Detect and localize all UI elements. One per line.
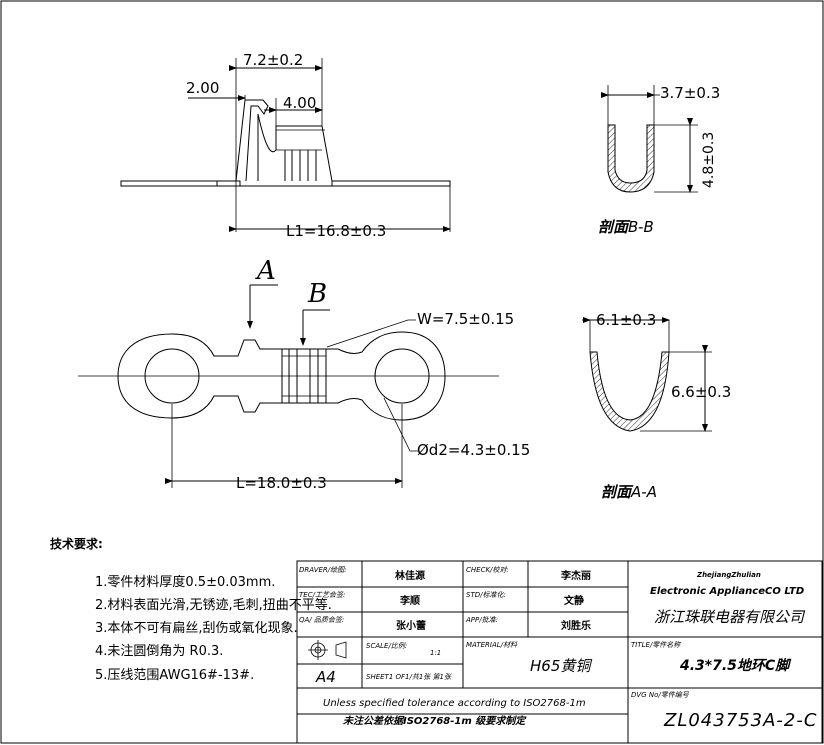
material-label: MATERIAL/材料 [466,641,518,649]
scale-label: SCALE/比例: [366,642,407,650]
plan-view: A B W=7.5±0.15 Ød2=4.3±0.15 L=18.0±0.3 [78,256,530,492]
check-label: CHECK/校对: [466,566,509,574]
note-item: 2.材料表面光滑,无锈迹,毛刺,扭曲不平等. [95,597,332,613]
note-item: 1.零件材料厚度0.5±0.03mm. [95,574,275,590]
company-en-2: Electronic ApplianceCO LTD [650,586,804,597]
dim-w: W=7.5±0.15 [417,310,514,328]
dim-l1: L1=16.8±0.3 [286,222,386,240]
company-en-1: ZhejiangZhulian [696,571,761,579]
label-b: B [307,279,327,309]
title-label: TITLE/零件名称 [631,641,681,649]
notes-heading: 技术要求: [50,536,103,551]
dim-l: L=18.0±0.3 [236,474,327,492]
app-value: 刘胜乐 [561,619,591,632]
section-b-b: 3.7±0.3 4.8±0.3 剖面B-B [598,84,720,236]
tolerance-cn: 未注公差依据ISO2768-1m 级要求制定 [343,715,527,727]
note-item: 5.压线范围AWG16#-13#. [95,668,254,683]
note-item: 4.未注圆倒角为 R0.3. [95,644,223,659]
dwg-value: ZL043753A-2-C [663,710,817,731]
section-a-label: 剖面A-A [601,483,657,501]
section-b-label: 剖面B-B [598,218,654,236]
qa-label: QA/ 品质会签: [299,616,344,624]
scale-value: 1:1 [430,649,441,657]
dim-4-00: 4.00 [283,94,316,112]
std-value: 文静 [564,594,584,607]
dim-4-8: 4.8±0.3 [701,132,717,188]
note-item: 3.本体不可有扁丝,刮伤或氧化现象. [95,621,298,636]
label-a: A [255,256,276,286]
tec-label: TEC/工艺会签: [299,591,345,599]
paper-size: A4 [315,668,336,686]
material-value: H65黄铜 [530,657,592,675]
drawer-label: DRAVER/绘图: [299,566,347,574]
dwg-label: DVG No/零件编号 [631,691,690,699]
drawer-value: 林佳源 [395,569,425,582]
tolerance-en: Unless specified tolerance according to … [323,698,586,709]
title-block: DRAVER/绘图: 林佳源 CHECK/校对: 李杰丽 TEC/工艺会签: 李… [296,560,823,744]
dim-d2: Ød2=4.3±0.15 [417,441,530,459]
tec-value: 李顺 [399,594,420,607]
app-label: APP/批准: [465,616,498,624]
projection-symbol-icon [308,640,347,660]
std-label: STD/标准化: [466,591,506,599]
dim-2-00: 2.00 [186,79,219,97]
sheet-label: SHEET1 OF1/共1张 第1张 [366,673,452,681]
dim-6-1: 6.1±0.3 [596,311,656,329]
dim-7-2: 7.2±0.2 [243,51,303,69]
top-view: 7.2±0.2 2.00 4.00 L1=16.8±0.3 [120,51,451,240]
dim-3-7: 3.7±0.3 [660,84,720,102]
check-value: 李杰丽 [560,569,591,582]
technical-notes: 技术要求: 1.零件材料厚度0.5±0.03mm. 2.材料表面光滑,无锈迹,毛… [50,536,332,683]
qa-value: 张小蕾 [396,619,426,632]
dim-6-6: 6.6±0.3 [671,383,731,401]
company-cn: 浙江珠联电器有限公司 [654,608,806,626]
section-a-a: 6.1±0.3 6.6±0.3 剖面A-A [582,311,731,501]
title-value: 4.3*7.5地环C脚 [679,657,792,674]
